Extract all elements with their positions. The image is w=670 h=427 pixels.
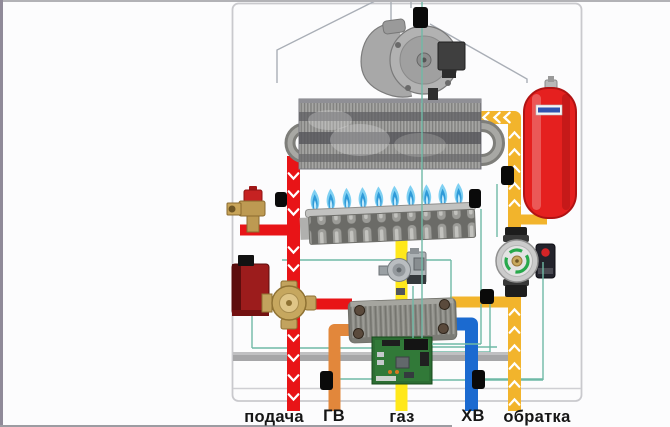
callout-markers	[275, 7, 514, 390]
marker-pump	[480, 289, 494, 304]
marker-expansion-tank	[501, 166, 514, 185]
secondary-plate-heat-exchanger	[347, 297, 458, 344]
label-return: обратка	[503, 408, 571, 426]
circulation-pump	[495, 227, 556, 297]
sensor-wires-under	[251, 259, 543, 381]
primary-heat-exchanger	[284, 98, 505, 170]
dhw-pipe	[328, 324, 352, 411]
control-board	[371, 336, 433, 385]
label-dhw: ГВ	[323, 407, 345, 425]
label-gas: газ	[389, 408, 415, 426]
expansion-tank	[523, 76, 577, 219]
marker-burner	[469, 189, 481, 208]
three-way-valve-with-actuator	[231, 255, 317, 330]
marker-cold-water	[472, 370, 485, 389]
label-supply: подача	[244, 408, 304, 426]
tank-label-sticker	[535, 104, 563, 116]
safety-valve	[226, 186, 266, 233]
marker-fan	[413, 7, 428, 28]
marker-safety-valve	[275, 192, 287, 207]
plate-exchanger-screws	[352, 299, 450, 340]
burner-with-flames	[299, 182, 477, 245]
label-cold-water: ХВ	[461, 407, 485, 425]
cold-water-pipe	[452, 317, 478, 411]
gas-valve	[378, 248, 427, 295]
frame-left-edge	[0, 0, 3, 427]
sensor-wires-over	[412, 2, 544, 380]
marker-dhw	[320, 371, 333, 390]
frame-top-edge	[0, 0, 670, 2]
frame-bottom-edge	[0, 425, 452, 427]
fan-blower	[360, 18, 466, 100]
